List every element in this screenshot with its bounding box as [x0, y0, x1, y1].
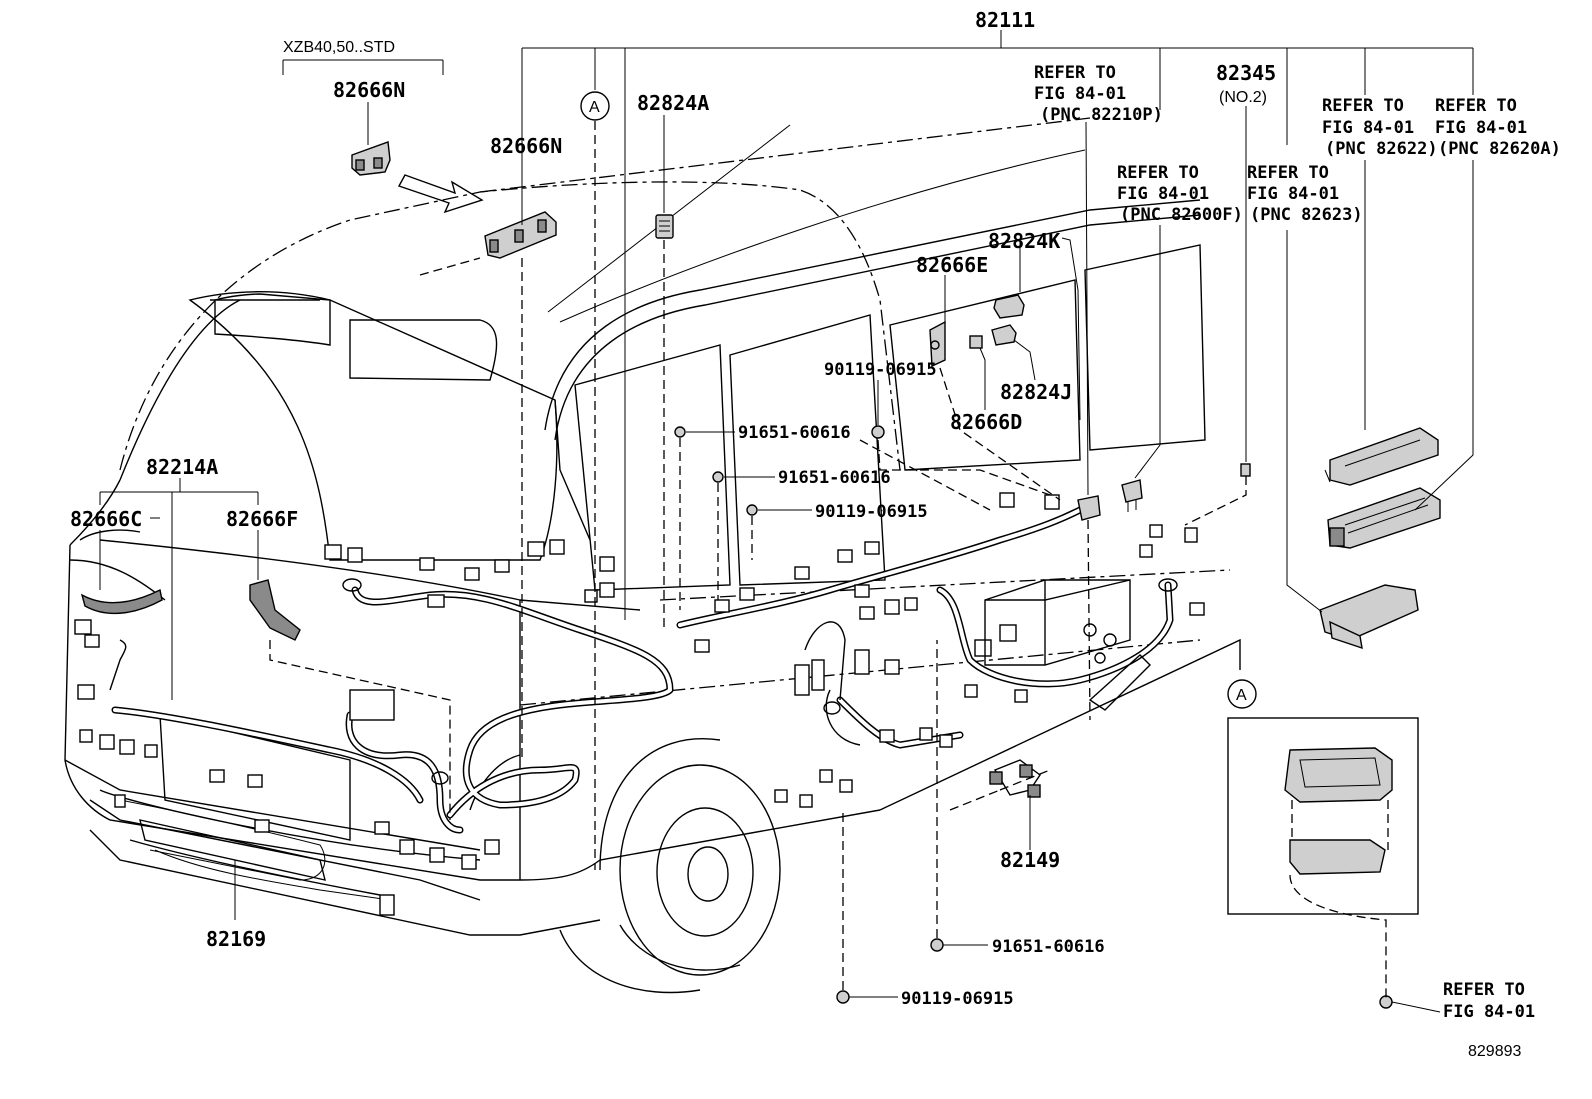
label-82345: 82345	[1216, 61, 1276, 85]
part-82824k	[993, 294, 1025, 319]
inset-a-box	[1227, 717, 1419, 998]
part-82824j	[991, 324, 1017, 346]
refer-82600f-line2: FIG 84-01	[1117, 184, 1209, 204]
part-82666f	[249, 579, 301, 641]
label-82666n-top: 82666N	[333, 78, 405, 102]
label-82824j: 82824J	[1000, 380, 1072, 404]
label-90119-lower: 90119-06915	[901, 989, 1014, 1009]
refer-82210p-line3: (PNC 82210P)	[1040, 105, 1163, 125]
label-variant-note: XZB40,50..STD	[283, 39, 395, 56]
refer-82623-line3: (PNC 82623)	[1250, 205, 1363, 225]
callout-a-circles	[580, 91, 1257, 709]
part-82666n	[484, 211, 557, 259]
part-82345-fuse	[1240, 463, 1251, 477]
refer-82620a-line3: (PNC 82620A)	[1438, 139, 1561, 159]
bumper-harness-82169	[119, 799, 391, 901]
refer-fig-line1: REFER TO	[1443, 980, 1525, 1000]
refer-82622-line2: FIG 84-01	[1322, 118, 1414, 138]
label-82345-note: (NO.2)	[1219, 89, 1267, 106]
refer-82623-line2: FIG 84-01	[1247, 184, 1339, 204]
part-82666c	[80, 588, 163, 615]
vehicle-body-outline	[64, 117, 1241, 994]
front-harness-82214a	[109, 639, 424, 804]
refer-82620a-line1: REFER TO	[1435, 96, 1517, 116]
label-82666d: 82666D	[950, 410, 1022, 434]
inset-callout-a-label: A	[1236, 687, 1247, 704]
junction-block-area	[342, 578, 1178, 785]
part-82149	[989, 759, 1041, 798]
part-82666e	[929, 320, 946, 368]
main-harness	[345, 506, 1174, 834]
label-82666c: 82666C	[70, 507, 142, 531]
refer-82620a-line2: FIG 84-01	[1435, 118, 1527, 138]
label-91651-b: 91651-60616	[778, 468, 891, 488]
part-82666d	[969, 335, 983, 349]
label-82149: 82149	[1000, 848, 1060, 872]
label-82666e: 82666E	[916, 253, 988, 277]
leader-lines	[99, 30, 1474, 1013]
refer-82210p-line2: FIG 84-01	[1034, 84, 1126, 104]
label-82169: 82169	[206, 927, 266, 951]
part-82622-cover	[1324, 427, 1439, 486]
refer-fig-line2: FIG 84-01	[1443, 1002, 1535, 1022]
label-82666f: 82666F	[226, 507, 298, 531]
part-82600f-relay	[1121, 479, 1143, 512]
part-82824a	[655, 214, 674, 239]
label-91651-a: 91651-60616	[738, 423, 851, 443]
label-91651-lower: 91651-60616	[992, 937, 1105, 957]
part-82623-bracket	[1319, 584, 1419, 650]
arrow-icon	[397, 174, 484, 214]
part-82620a-junction-block	[1327, 487, 1441, 549]
diagram-id-code: 829893	[1468, 1043, 1521, 1060]
part-82210p-relay	[1077, 495, 1101, 521]
refer-82623-line1: REFER TO	[1247, 163, 1329, 183]
label-82214a: 82214A	[146, 455, 218, 479]
refer-82600f-line3: (PNC 82600F)	[1120, 205, 1243, 225]
label-90119-upper: 90119-06915	[824, 360, 937, 380]
fasteners	[674, 425, 1393, 1009]
label-90119-mid: 90119-06915	[815, 502, 928, 522]
label-82824a: 82824A	[637, 91, 709, 115]
refer-82622-line3: (PNC 82622)	[1325, 139, 1438, 159]
connectors	[74, 492, 1205, 916]
label-82824k: 82824K	[988, 229, 1060, 253]
label-82666n: 82666N	[490, 134, 562, 158]
refer-82600f-line1: REFER TO	[1117, 163, 1199, 183]
refer-82622-line1: REFER TO	[1322, 96, 1404, 116]
label-82111: 82111	[975, 8, 1035, 32]
refer-82210p-line1: REFER TO	[1034, 63, 1116, 83]
callout-a-label: A	[589, 99, 600, 116]
part-82666n-top	[351, 141, 391, 176]
labels: 82111 XZB40,50..STD 82666N 82666N A A 82…	[70, 8, 1561, 1060]
